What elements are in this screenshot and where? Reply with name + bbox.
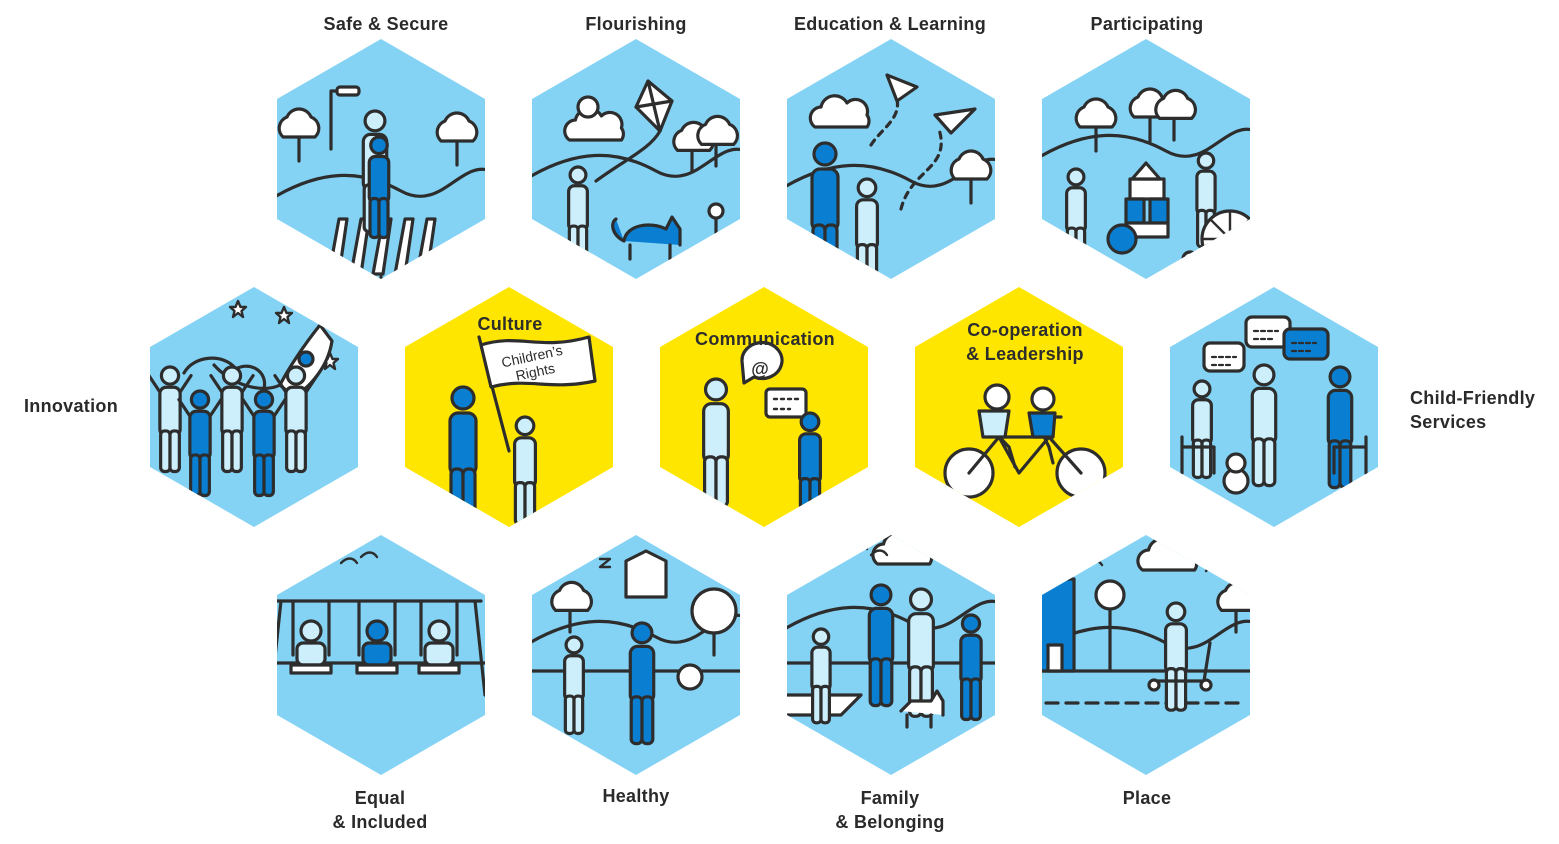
hexagon-education: [787, 39, 995, 279]
family-dog-icon: [787, 535, 995, 729]
hexagon-place: [1042, 535, 1250, 775]
hexagon-flourishing: [532, 39, 740, 279]
hexagon-cooperation: [915, 287, 1123, 527]
label-services: Child-Friendly Services: [1410, 388, 1536, 432]
rocket-crowd-icon: [150, 299, 340, 498]
label-cooperation: Co-operation & Leadership: [966, 320, 1084, 364]
tandem-bike-icon: [943, 383, 1107, 499]
hexagon-innovation: [150, 287, 358, 527]
speech-bubbles-icon: @: [702, 340, 822, 522]
label-education: Education & Learning: [793, 14, 986, 34]
label-flourishing: Flourishing: [585, 14, 687, 34]
rights-flag-icon: Children’sRights: [448, 335, 597, 526]
label-innovation: Innovation: [24, 396, 118, 416]
hexagon-participating-shape: [1042, 39, 1250, 279]
label-safe: Safe & Secure: [323, 14, 449, 34]
label-equal: Equal & Included: [332, 788, 428, 832]
hexagon-safe: [277, 39, 485, 279]
hexagon-participating: [1042, 39, 1250, 279]
label-culture: Culture: [477, 314, 543, 334]
hexagon-family: [787, 535, 995, 775]
hexagon-communication: @: [660, 287, 868, 527]
swings-icon: [277, 551, 485, 697]
football-meditation-icon: [532, 549, 740, 746]
hexagon-equal: [277, 535, 485, 775]
bubble-text: @: [751, 359, 769, 379]
hexagon-healthy: [532, 535, 740, 775]
hexagon-culture: Children’sRights: [405, 287, 613, 527]
hexagon-communication-shape: [660, 287, 868, 527]
label-healthy: Healthy: [602, 786, 670, 806]
label-place: Place: [1122, 788, 1172, 808]
label-communication: Communication: [695, 329, 835, 349]
chat-bubbles-icon: [1180, 315, 1368, 495]
hexagon-flourishing-shape: [532, 39, 740, 279]
hexagon-place-shape: [1042, 535, 1250, 775]
label-participating: Participating: [1090, 14, 1204, 34]
hexagon-services: [1170, 287, 1378, 527]
label-family: Family & Belonging: [835, 788, 945, 832]
